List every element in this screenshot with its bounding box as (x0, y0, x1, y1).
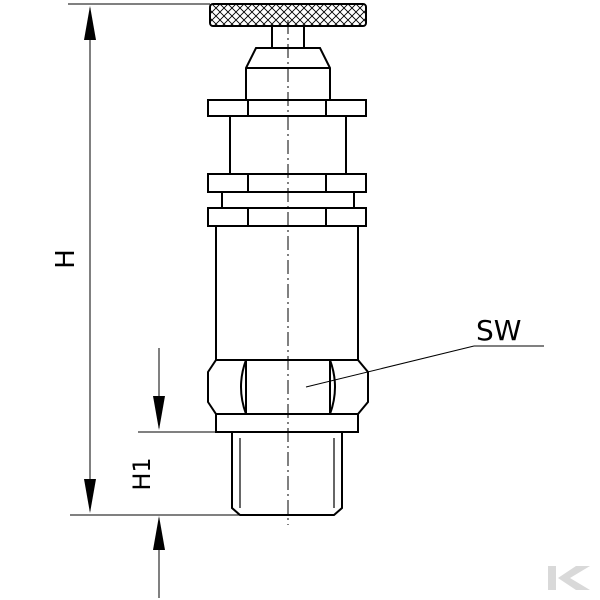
dimension-h1 (153, 348, 165, 598)
extension-lines (68, 3, 240, 516)
lock-nut-lower (207, 207, 367, 227)
main-barrel (215, 225, 359, 361)
dimension-h-label: H (51, 249, 81, 269)
dimension-h (84, 6, 96, 513)
sw-label: SW (476, 314, 521, 347)
sw-leader (305, 345, 544, 388)
lock-nut-upper (207, 173, 367, 193)
upper-nut (207, 99, 367, 117)
collar (215, 413, 359, 433)
brand-logo (548, 566, 590, 590)
threaded-connector (231, 431, 343, 516)
dimension-h1-label: H1 (128, 457, 156, 490)
component-outline (207, 3, 369, 516)
